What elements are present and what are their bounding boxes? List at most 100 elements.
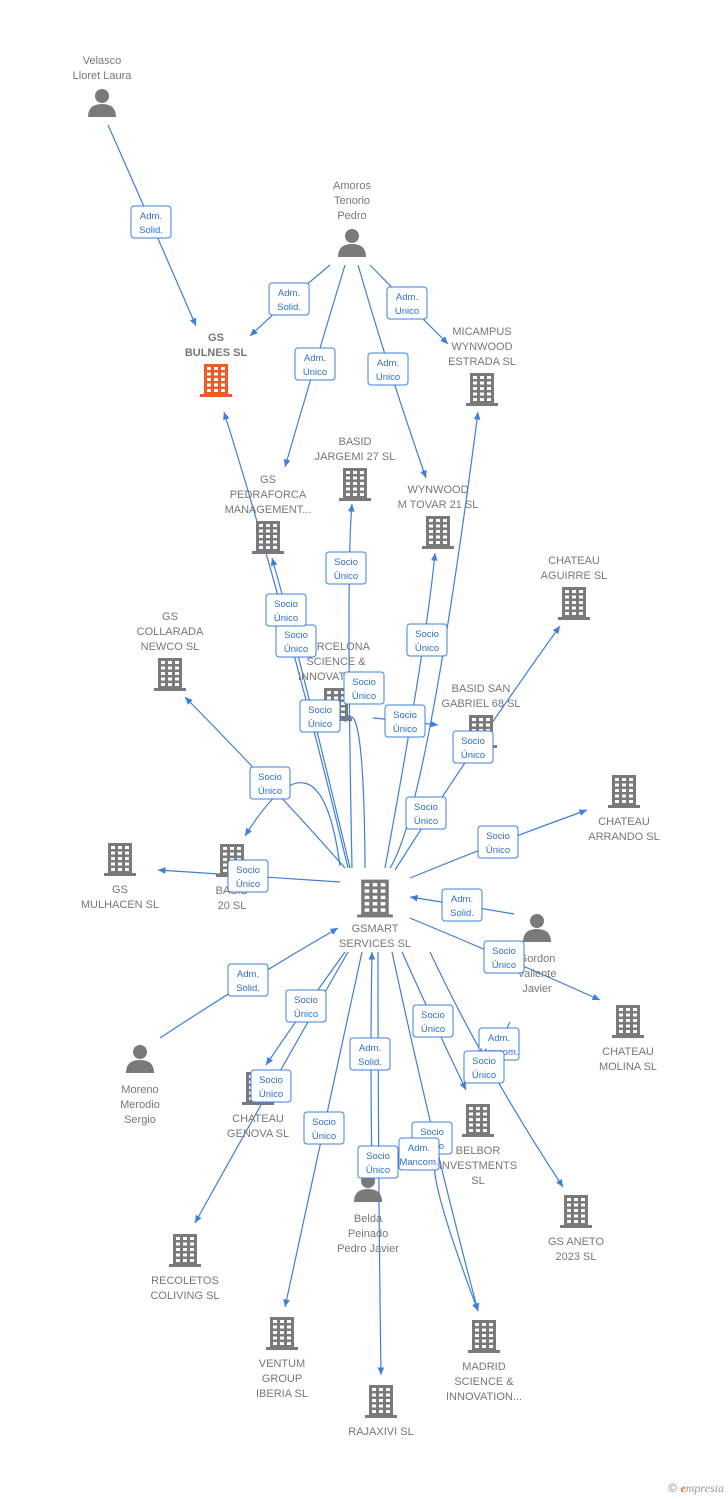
edge-label-text: Adm. xyxy=(359,1043,381,1054)
edge-label-text: Único xyxy=(492,960,516,971)
edge-label-text: Único xyxy=(461,750,485,761)
building-icon xyxy=(339,468,371,501)
node-label: Pedro Javier xyxy=(337,1243,399,1255)
edge-label-text: Socio xyxy=(415,629,439,640)
brand-logo[interactable]: empresia xyxy=(680,1481,724,1495)
edge-label-amoros-micampus[interactable]: Adm.Unico xyxy=(386,286,428,320)
edge-label-text: Socio xyxy=(284,630,308,641)
node-label: Lloret Laura xyxy=(73,70,133,82)
building-icon xyxy=(169,1234,201,1267)
node-label: NEWCO SL xyxy=(141,641,200,653)
edge-gsmart-micampus xyxy=(389,411,481,869)
edge-gsmart-wynwood xyxy=(384,552,438,869)
edge-label-text: Único xyxy=(284,644,308,655)
node-label: AGUIRRE SL xyxy=(541,570,608,582)
node-label: 20 SL xyxy=(218,900,247,912)
node-label: GROUP xyxy=(262,1373,302,1385)
edge-label-text: Socio xyxy=(236,865,260,876)
building-icon xyxy=(422,516,454,549)
edge-label-amoros-gsbulnes[interactable]: Adm.Solid. xyxy=(268,282,310,316)
node-label: MULHACEN SL xyxy=(81,899,159,911)
edge-label-text: Socio xyxy=(492,946,516,957)
edge-gsmart-basid20 xyxy=(244,782,341,867)
edge-label-amoros-wynwood[interactable]: Adm.Unico xyxy=(367,352,409,386)
node-label: RAJAXIVI SL xyxy=(348,1426,413,1438)
edge-label-moreno-gsmart[interactable]: Adm.Solid. xyxy=(227,963,269,997)
edge-label-text: Único xyxy=(258,786,282,797)
edge-label-text: Socio xyxy=(308,705,332,716)
edge-label-gordon-gsmart[interactable]: Adm.Solid. xyxy=(441,888,483,922)
building-icon xyxy=(462,1104,494,1137)
node-rajaxivi[interactable]: RAJAXIVI SL xyxy=(348,1385,414,1438)
edge-label-belda-gsmart[interactable]: Adm.Solid. xyxy=(349,1037,391,1071)
edge-label-text: Adm. xyxy=(377,358,399,369)
edge-label-text: Mancom. xyxy=(399,1157,438,1168)
edge-label-text: Único xyxy=(294,1009,318,1020)
edge-gsmart-barcelona xyxy=(344,713,366,869)
building-icon xyxy=(154,658,186,691)
building-icon xyxy=(560,1195,592,1228)
node-label: GS xyxy=(260,474,276,486)
node-label: RECOLETOS xyxy=(151,1275,219,1287)
node-label: MOLINA SL xyxy=(599,1061,657,1073)
edge-label-text: Socio xyxy=(294,995,318,1006)
building-icon xyxy=(468,1320,500,1353)
building-icon xyxy=(466,373,498,406)
node-label: GS xyxy=(208,332,224,344)
node-label: Amoros xyxy=(333,180,371,192)
edge-label-text: Único xyxy=(308,719,332,730)
edge-label-amoros-gspedraforca[interactable]: Adm.Unico xyxy=(294,347,336,381)
edge-label-belda-madrid[interactable]: Adm.Mancom. xyxy=(398,1137,440,1171)
edge-label-velasco-gsbulnes[interactable]: Adm.Solid. xyxy=(130,205,172,239)
node-label: PEDRAFORCA xyxy=(230,489,307,501)
person-icon xyxy=(126,1045,154,1073)
node-label: IBERIA SL xyxy=(256,1388,308,1400)
node-label: Belda xyxy=(354,1213,383,1225)
node-gspedraforca[interactable]: GSPEDRAFORCAMANAGEMENT... xyxy=(225,474,312,554)
edge-label-text: Único xyxy=(421,1024,445,1035)
edge-label-text: Único xyxy=(472,1070,496,1081)
edge-label-text: Socio xyxy=(472,1056,496,1067)
node-label: Javier xyxy=(522,983,552,995)
